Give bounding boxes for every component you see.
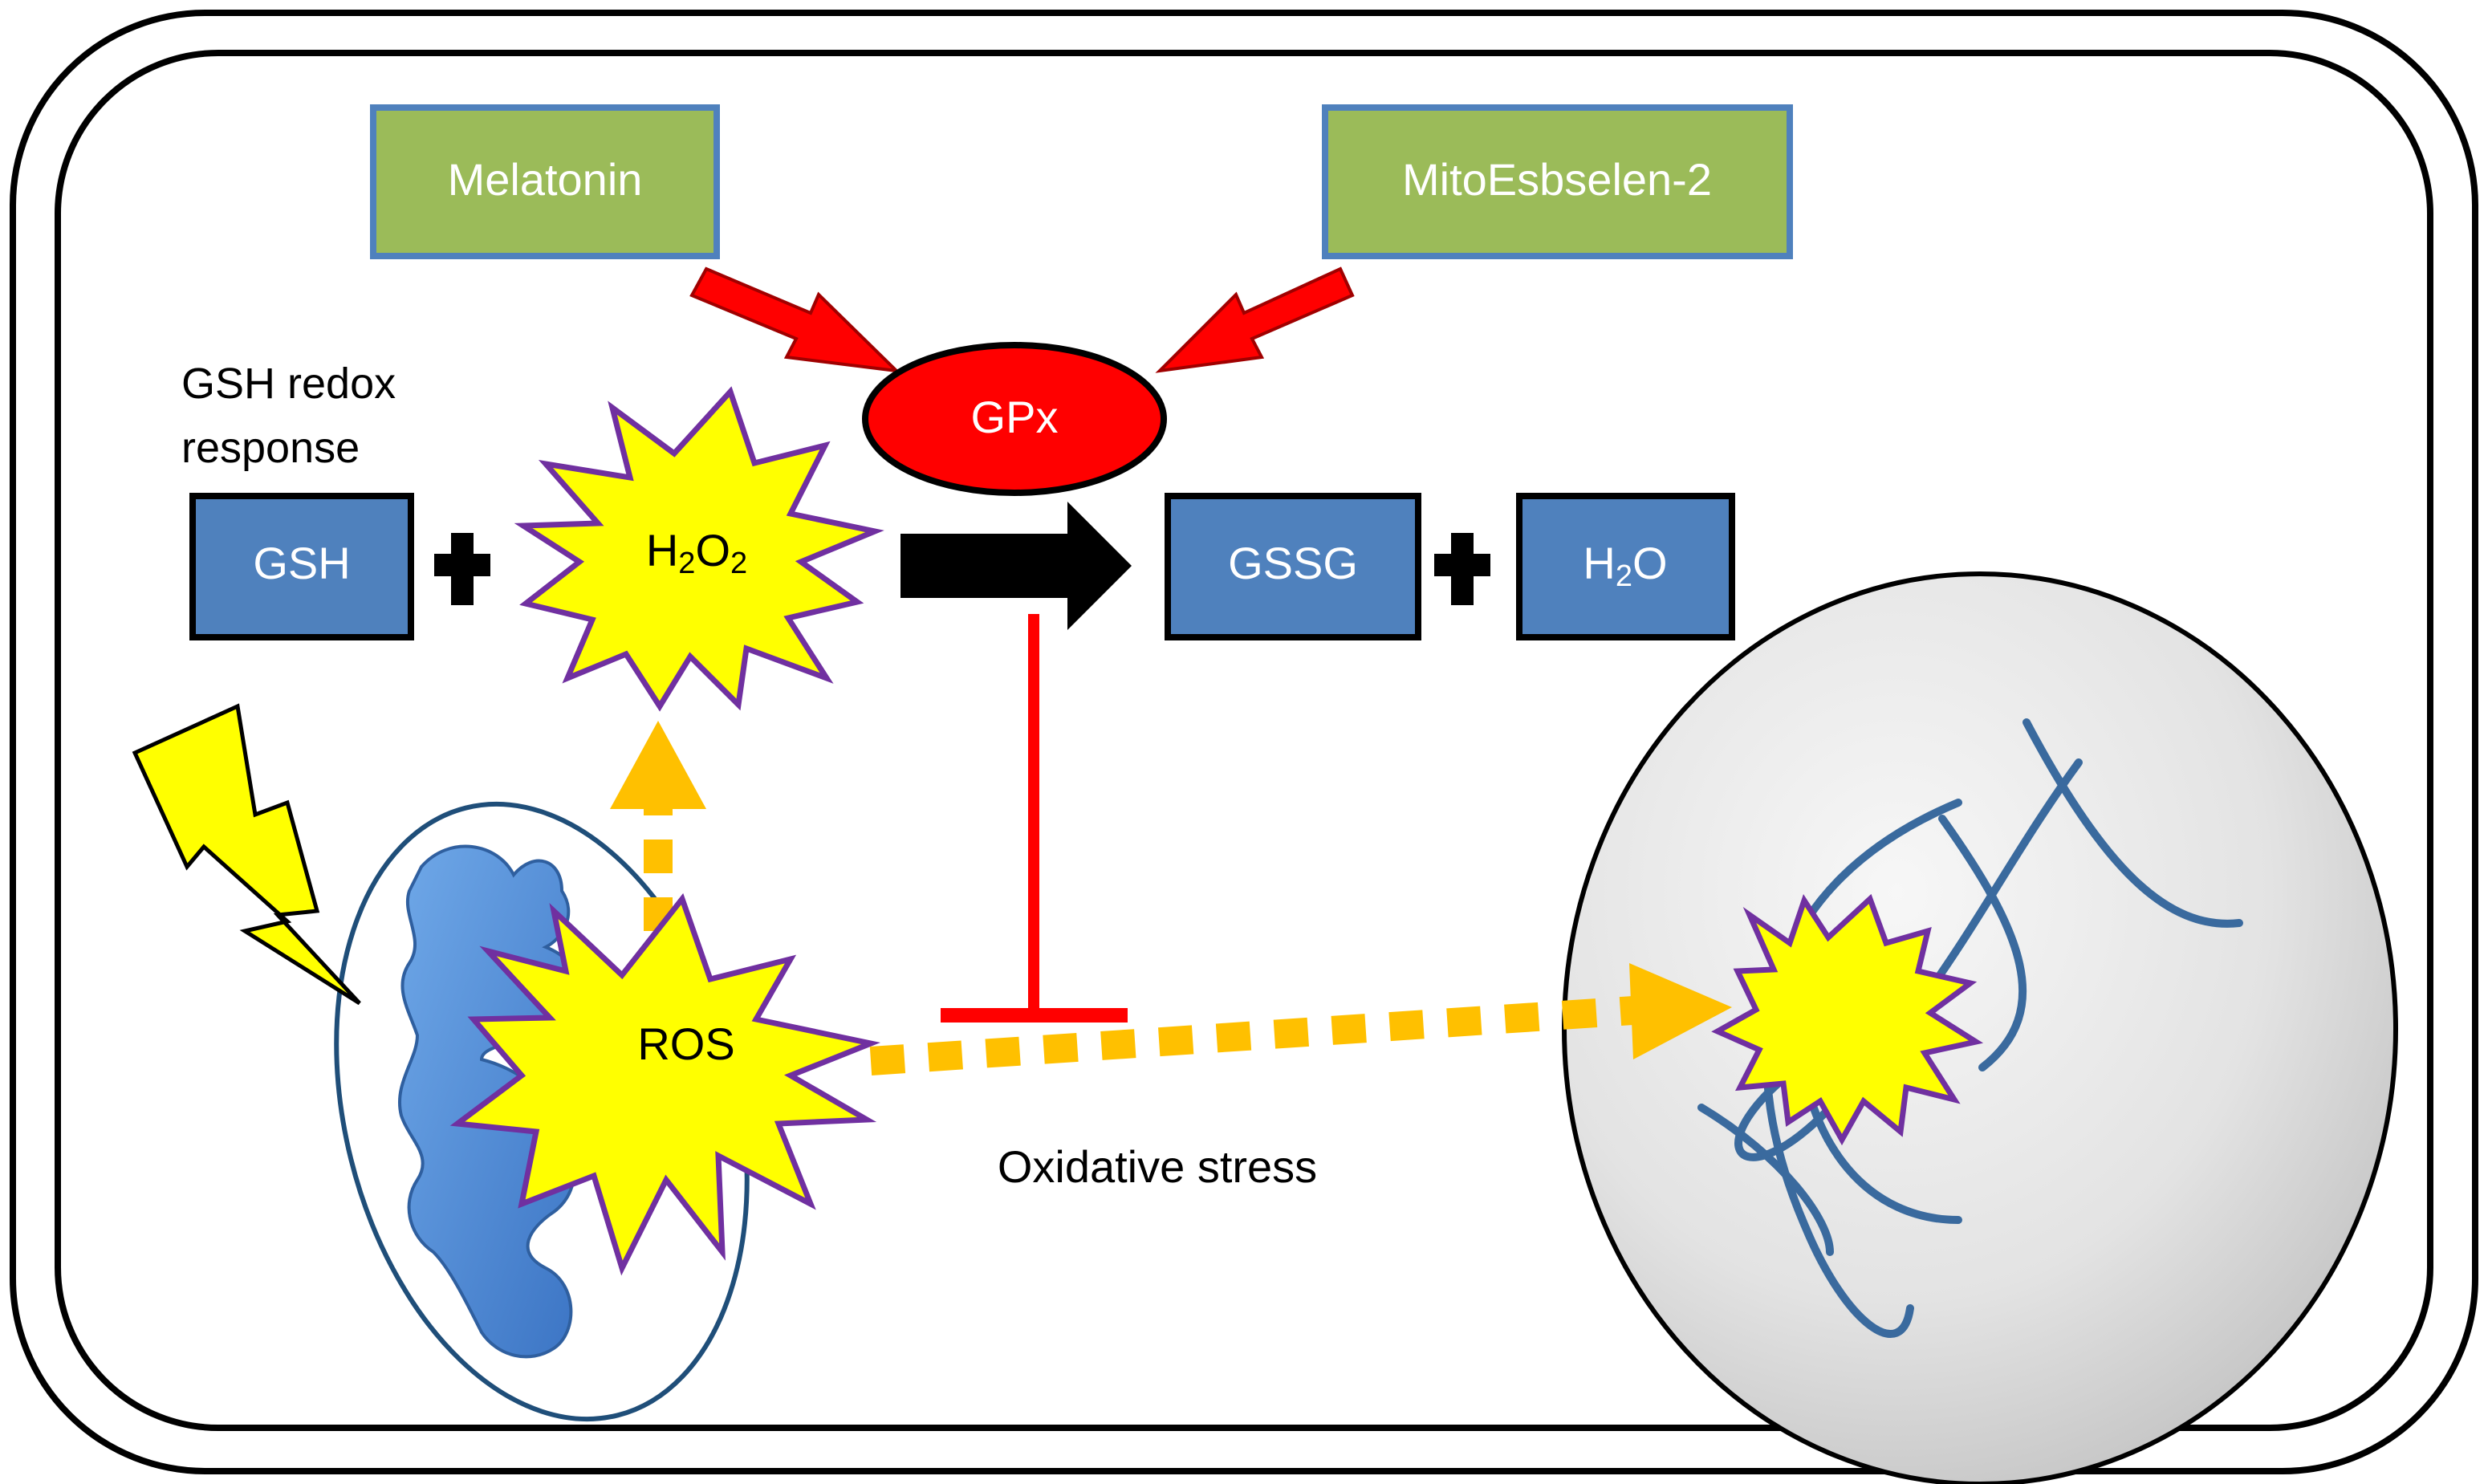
gssg-box	[1165, 493, 1421, 640]
reaction-arrow	[900, 502, 1132, 630]
h2o2-starburst	[514, 386, 884, 712]
melatonin-label: Melatonin	[448, 154, 643, 205]
gsh-redox-label-line2: response	[181, 424, 360, 472]
ros-to-dna-dashed-line	[869, 995, 1647, 1075]
melatonin-box	[370, 104, 720, 259]
oxidative-stress-label: Oxidative stress	[998, 1141, 1317, 1192]
h2o2-label: H2O2	[646, 525, 747, 580]
gsh-label: GSH	[253, 538, 350, 588]
mitoesbselen-box	[1322, 104, 1793, 259]
ros-starburst	[449, 892, 881, 1276]
plus-icon	[1434, 533, 1490, 605]
gsh-box	[189, 493, 414, 640]
gpx-enzyme	[862, 342, 1167, 496]
gssg-label: GSSG	[1228, 538, 1358, 588]
h2o-label: H2O	[1583, 538, 1667, 593]
plus-icon	[434, 533, 490, 605]
dna-damage-starburst	[1711, 893, 1984, 1146]
gpx-label: GPx	[971, 392, 1059, 442]
h2o-box	[1516, 493, 1735, 640]
cell-inner-border	[55, 50, 2433, 1431]
ros-to-h2o2-arrowhead	[610, 721, 706, 809]
mitoesbselen-label: MitoEsbselen-2	[1402, 154, 1712, 205]
lightning-icon	[132, 703, 361, 1006]
mitoesbselen-activation-arrow	[1155, 266, 1355, 373]
gsh-redox-label-line1: GSH redox	[181, 360, 396, 408]
melatonin-activation-arrow	[689, 266, 901, 373]
ros-to-dna-arrowhead	[1629, 963, 1732, 1059]
ros-label: ROS	[637, 1018, 734, 1069]
